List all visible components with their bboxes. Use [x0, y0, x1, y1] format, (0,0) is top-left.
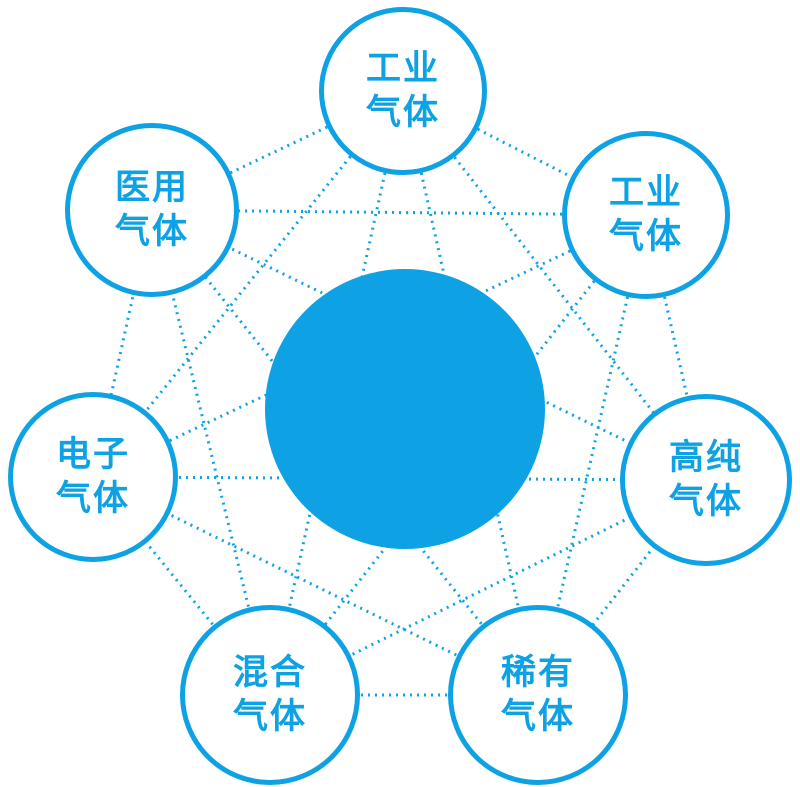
node-label: 工业气体 — [365, 49, 440, 132]
node-industrial-gas-top-right: 工业气体 — [562, 131, 730, 299]
center-hub-circle — [265, 269, 545, 549]
node-rare-gas: 稀有气体 — [448, 605, 628, 785]
node-label: 医用气体 — [114, 168, 189, 251]
node-electronic-gas: 电子气体 — [8, 392, 178, 562]
node-label: 电子气体 — [55, 435, 130, 518]
node-medical-gas: 医用气体 — [65, 123, 239, 297]
node-label: 混合气体 — [232, 653, 307, 736]
node-label: 稀有气体 — [500, 653, 575, 736]
node-label: 工业气体 — [608, 173, 683, 256]
node-high-purity-gas: 高纯气体 — [620, 394, 792, 566]
node-label: 高纯气体 — [668, 438, 743, 521]
node-mixed-gas: 混合气体 — [180, 605, 360, 785]
node-industrial-gas-top: 工业气体 — [319, 7, 487, 175]
